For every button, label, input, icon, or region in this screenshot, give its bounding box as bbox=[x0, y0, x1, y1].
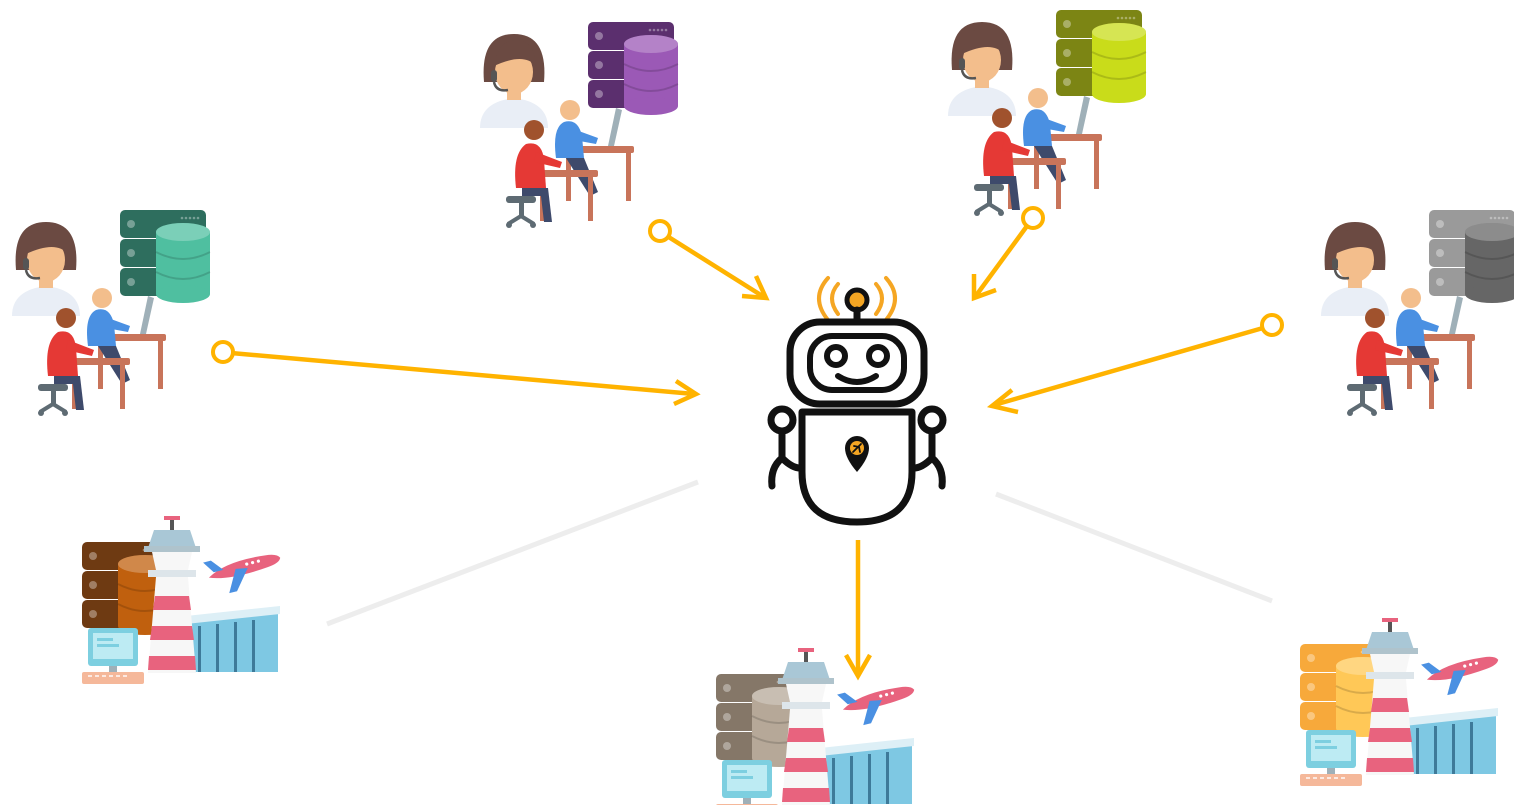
callcenter-right-node bbox=[1321, 210, 1514, 416]
edge-callcenter-right-to-robot bbox=[986, 313, 1284, 415]
callcenter-top-right-node bbox=[948, 10, 1146, 216]
edge-callcenter-top-right-to-robot bbox=[971, 206, 1045, 302]
location-plane-icon bbox=[845, 436, 869, 472]
edge-airport-left-to-robot bbox=[326, 479, 699, 627]
call-center-icon bbox=[12, 210, 210, 416]
edge-callcenter-top-left-to-robot bbox=[648, 219, 770, 301]
airport-icon bbox=[82, 516, 286, 684]
airport-icon bbox=[1300, 618, 1504, 786]
airport-left-node bbox=[82, 516, 286, 684]
nodes bbox=[12, 10, 1514, 805]
airport-bottom-node bbox=[716, 648, 920, 805]
edge-airport-right-to-robot bbox=[995, 491, 1273, 604]
robot-icon bbox=[767, 276, 947, 526]
airport-right-node bbox=[1300, 618, 1504, 786]
signal-waves-icon bbox=[817, 276, 897, 322]
edges bbox=[211, 206, 1284, 681]
edge-callcenter-left-to-robot bbox=[211, 340, 701, 407]
airport-icon bbox=[716, 648, 920, 805]
call-center-icon bbox=[948, 10, 1146, 216]
edge-robot-to-airport-bottom bbox=[844, 540, 872, 681]
call-center-icon bbox=[480, 22, 678, 228]
callcenter-left-node bbox=[12, 210, 210, 416]
callcenter-top-left-node bbox=[480, 22, 678, 228]
call-center-icon bbox=[1321, 210, 1514, 416]
